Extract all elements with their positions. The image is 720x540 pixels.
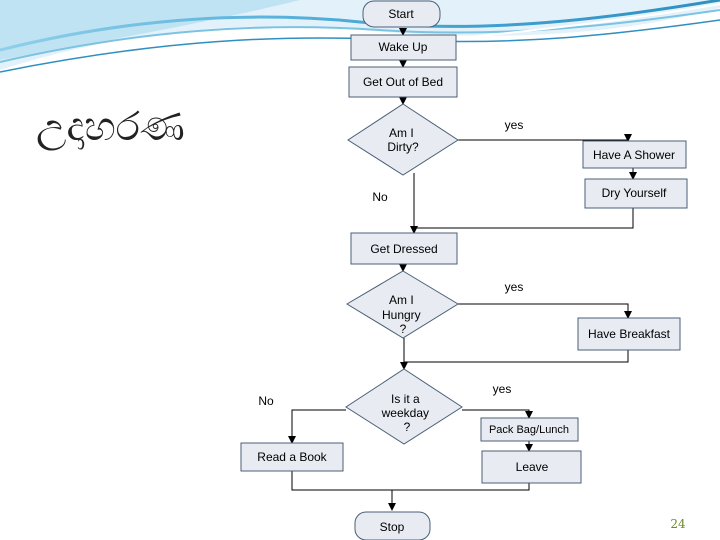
stop-label: Stop bbox=[380, 520, 405, 534]
slide-title: උදාහරණ bbox=[36, 104, 185, 151]
dry-yourself-label: Dry Yourself bbox=[602, 186, 667, 200]
hungry-question-line-1: Am I bbox=[389, 293, 414, 307]
dry-yourself-node: Dry Yourself bbox=[584, 178, 688, 209]
dirty-question-line-2: Dirty? bbox=[387, 140, 419, 154]
read-book-node: Read a Book bbox=[240, 442, 344, 472]
wake-up-node: Wake Up bbox=[350, 34, 457, 61]
weekday-question-line-2: weekday bbox=[381, 406, 429, 420]
leave-node: Leave bbox=[481, 450, 582, 484]
dirty-question-line-1: Am I bbox=[389, 126, 414, 140]
get-out-of-bed-label: Get Out of Bed bbox=[363, 75, 443, 89]
edge-breakfast-merge bbox=[404, 350, 629, 363]
weekday-decision: Is it a weekday ? bbox=[345, 368, 463, 445]
edge-labels: yes No yes yes No bbox=[258, 118, 523, 408]
dirty-decision: Am I Dirty? bbox=[347, 103, 459, 176]
leave-label: Leave bbox=[516, 460, 549, 474]
hungry-yes-label: yes bbox=[505, 280, 524, 294]
pack-bag-label: Pack Bag/Lunch bbox=[489, 424, 569, 436]
weekday-question-line-1: Is it a bbox=[391, 392, 420, 406]
dirty-yes-label: yes bbox=[505, 118, 524, 132]
weekday-no-label: No bbox=[258, 394, 274, 408]
weekday-question-line-3: ? bbox=[404, 420, 411, 434]
have-shower-label: Have A Shower bbox=[593, 148, 675, 162]
get-dressed-node: Get Dressed bbox=[350, 232, 458, 265]
weekday-question-label: Is it a weekday ? bbox=[381, 392, 433, 434]
weekday-yes-label: yes bbox=[493, 382, 512, 396]
hungry-question-label: Am I Hungry ? bbox=[382, 293, 424, 336]
edge-dry-merge bbox=[414, 208, 634, 229]
dirty-question-label: Am I Dirty? bbox=[387, 126, 419, 154]
edge-weekday-no bbox=[288, 409, 346, 444]
edge-readbook-merge bbox=[291, 471, 530, 491]
pack-bag-node: Pack Bag/Lunch bbox=[480, 417, 579, 442]
read-book-label: Read a Book bbox=[257, 450, 327, 464]
nodes: Start Wake Up Get Out of Bed Am I Dirty?… bbox=[240, 0, 688, 540]
hungry-decision: Am I Hungry ? bbox=[346, 270, 459, 339]
edge-weekday-yes bbox=[462, 409, 533, 419]
hungry-question-line-3: ? bbox=[400, 322, 407, 336]
hungry-question-line-2: Hungry bbox=[382, 308, 421, 322]
have-breakfast-label: Have Breakfast bbox=[588, 327, 671, 341]
get-out-of-bed-node: Get Out of Bed bbox=[348, 66, 458, 98]
page-number: 24 bbox=[670, 517, 686, 531]
wake-up-label: Wake Up bbox=[379, 40, 428, 54]
dirty-no-label: No bbox=[372, 190, 388, 204]
connectors bbox=[288, 28, 637, 511]
have-shower-node: Have A Shower bbox=[582, 140, 687, 169]
edge-hungry-yes bbox=[458, 303, 632, 319]
get-dressed-label: Get Dressed bbox=[370, 242, 437, 256]
have-breakfast-node: Have Breakfast bbox=[577, 317, 681, 351]
stop-node: Stop bbox=[354, 511, 431, 540]
start-label: Start bbox=[388, 7, 414, 21]
start-node: Start bbox=[362, 0, 441, 28]
